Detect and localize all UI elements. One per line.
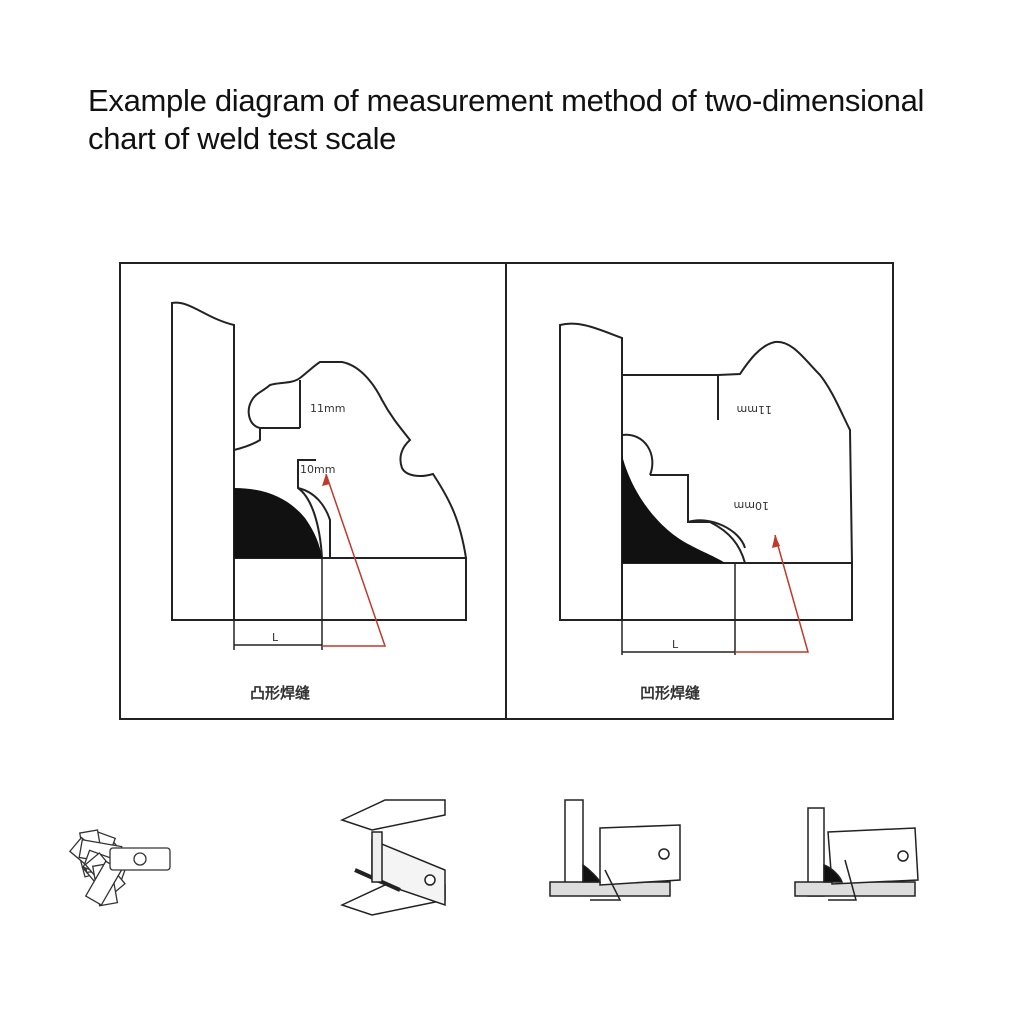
- gauge-body: [621, 340, 854, 564]
- measure-arrow: [735, 534, 809, 653]
- gauge-set-icon: [68, 829, 171, 907]
- panel-caption: 凹形焊缝: [640, 684, 700, 702]
- dim-a-label: 11mm: [737, 403, 772, 416]
- panel-caption: 凸形焊缝: [250, 684, 310, 702]
- dim-b-label: 10mm: [734, 499, 769, 512]
- measure-arrow: [322, 473, 387, 647]
- dim-a-label: 11mm: [310, 402, 345, 415]
- page-title: Example diagram of measurement method of…: [88, 83, 925, 156]
- gauge-fillet-measure-icon: [794, 807, 919, 901]
- dim-l-label: L: [272, 631, 279, 644]
- dim-l-label: L: [672, 638, 679, 651]
- base-plate: [233, 557, 467, 621]
- concave-weld: [622, 455, 725, 563]
- gauge-body: [233, 361, 468, 559]
- base-plate: [621, 562, 853, 621]
- gauge-fillet-check-icon: [549, 799, 681, 901]
- convex-weld: [234, 488, 322, 558]
- concave-weld-panel: L 11mm 10mm 凹形焊缝: [559, 322, 854, 702]
- gauge-on-plate-icon: [339, 799, 446, 916]
- convex-weld-panel: L 11mm 10mm 凸形焊缝: [171, 301, 468, 702]
- vertical-plate: [559, 322, 623, 621]
- dim-b-label: 10mm: [300, 463, 335, 476]
- vertical-plate: [171, 301, 235, 621]
